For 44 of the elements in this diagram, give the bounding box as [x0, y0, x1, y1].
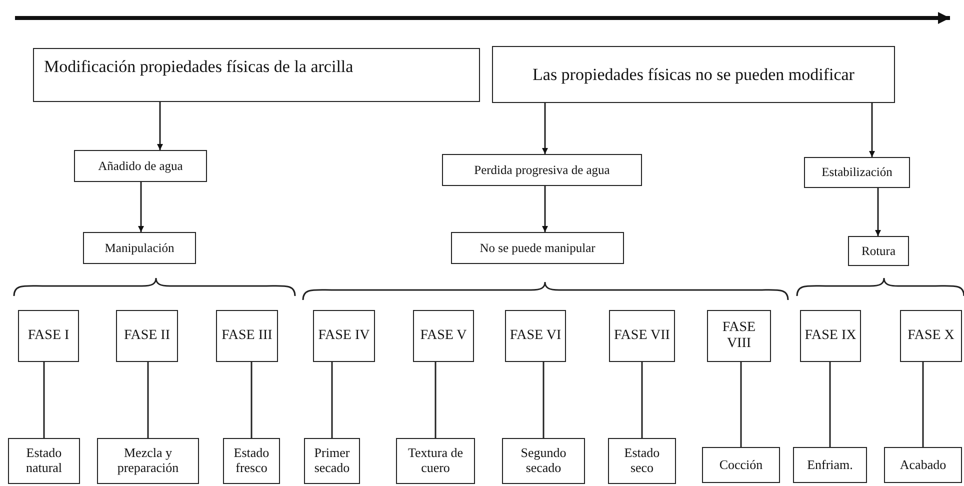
connector-line — [829, 362, 831, 447]
connector-line — [331, 362, 333, 438]
stage-box: Enfriam. — [793, 447, 867, 483]
connector-line — [43, 362, 45, 438]
process-box: Añadido de agua — [74, 150, 207, 182]
stage-box: Estado seco — [608, 438, 676, 484]
arrow — [542, 103, 548, 154]
stage-box: Estado fresco — [223, 438, 280, 484]
process-box: Las propiedades físicas no se pueden modificar — [492, 46, 895, 103]
arrow — [138, 182, 144, 232]
process-box: Modificación propiedades físicas de la arcilla — [33, 48, 480, 102]
process-box: Perdida progresiva de agua — [442, 154, 642, 186]
phase-box: FASE X — [900, 310, 962, 362]
phase-box: FASE VII — [609, 310, 675, 362]
phase-box: FASE VIII — [707, 310, 771, 362]
connector-line — [641, 362, 643, 438]
phase-box: FASE IV — [313, 310, 375, 362]
process-box: Estabilización — [804, 157, 910, 188]
process-box: No se puede manipular — [451, 232, 624, 264]
stage-box: Segundo secado — [502, 438, 585, 484]
arrow — [875, 188, 881, 236]
arrow — [157, 102, 163, 150]
connector-line — [250, 362, 252, 438]
phase-box: FASE V — [413, 310, 474, 362]
connector-line — [542, 362, 544, 438]
stage-box: Mezcla y preparación — [97, 438, 199, 484]
process-box: Rotura — [848, 236, 909, 266]
process-box: Manipulación — [83, 232, 196, 264]
phase-box: FASE I — [18, 310, 79, 362]
phase-box: FASE IX — [800, 310, 861, 362]
connector-line — [740, 362, 742, 447]
arrow — [542, 186, 548, 232]
stage-box: Primer secado — [304, 438, 360, 484]
connector-line — [922, 362, 924, 447]
stage-box: Cocción — [702, 447, 780, 483]
connector-line — [434, 362, 436, 438]
phase-box: FASE III — [216, 310, 278, 362]
stage-box: Acabado — [884, 447, 962, 483]
phase-box: FASE VI — [505, 310, 566, 362]
phase-box: FASE II — [116, 310, 178, 362]
stage-box: Textura de cuero — [396, 438, 475, 484]
connector-line — [147, 362, 149, 438]
arrow — [869, 103, 875, 157]
stage-box: Estado natural — [8, 438, 80, 484]
